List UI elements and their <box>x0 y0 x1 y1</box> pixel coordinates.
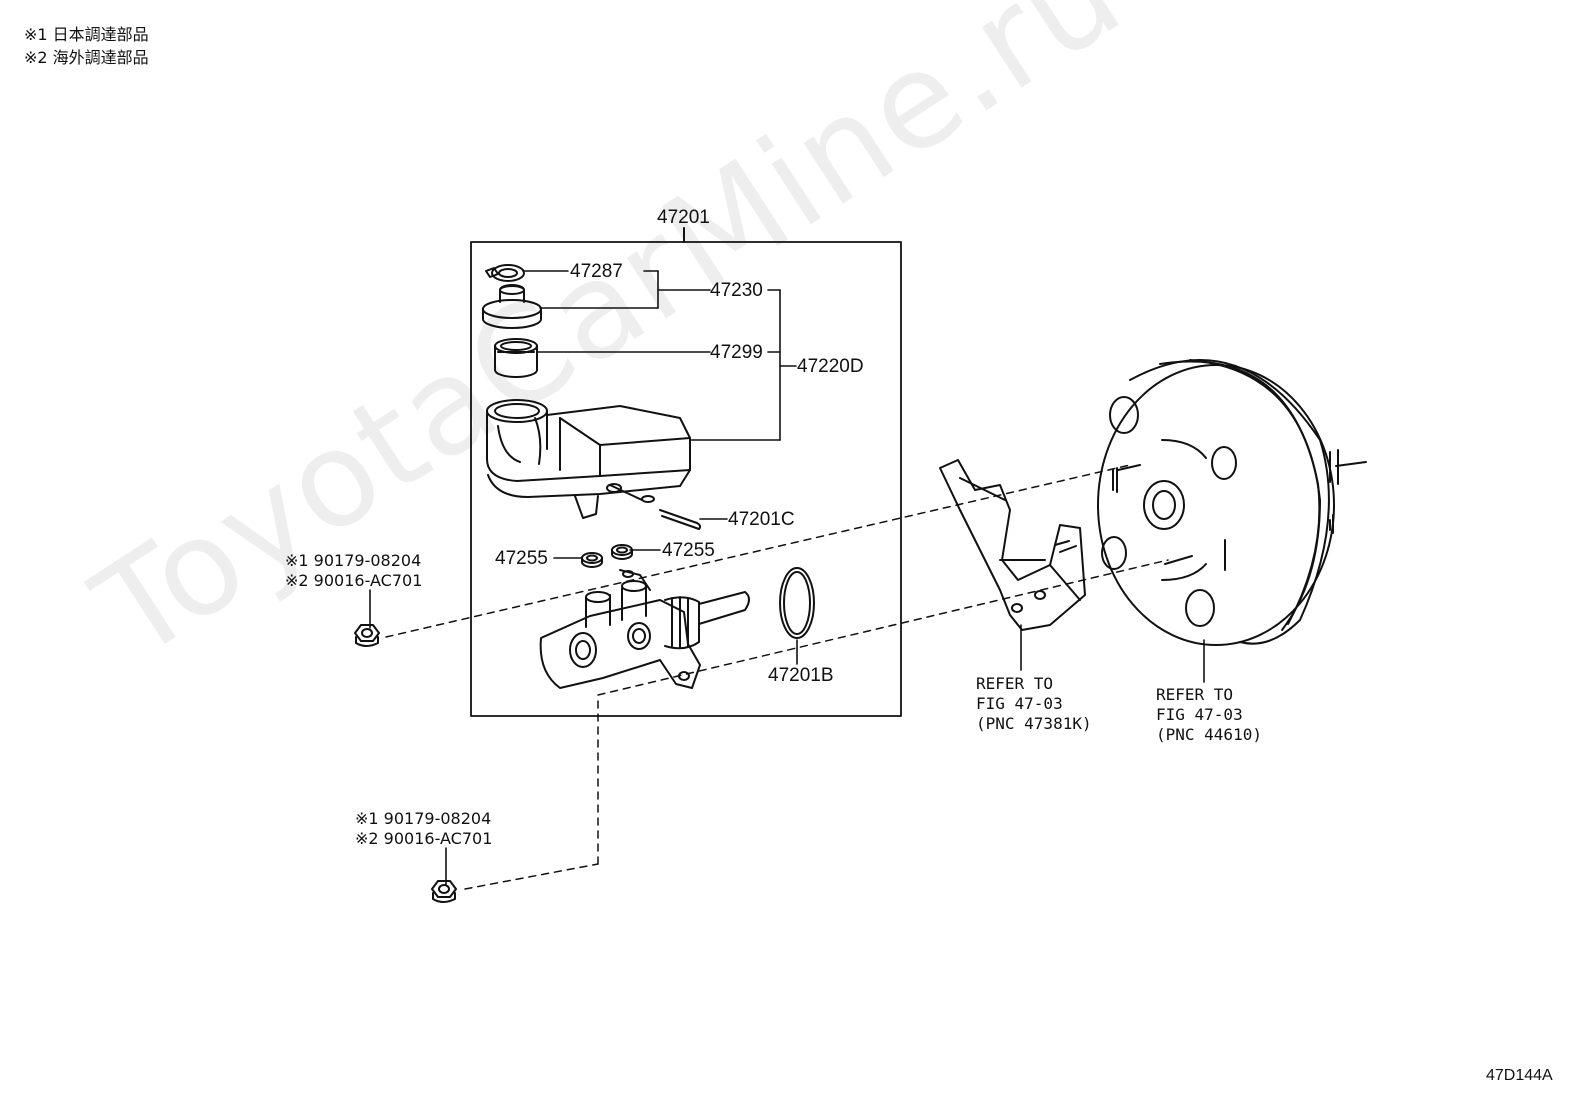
label-47201: 47201 <box>657 207 710 228</box>
label-47287: 47287 <box>570 261 623 282</box>
ref-booster-line3: (PNC 44610) <box>1156 725 1262 744</box>
flange-nuts <box>354 624 457 903</box>
label-fastener-lower-1: ※1 90179-08204 <box>355 809 492 828</box>
note-2: ※2 海外調達部品 <box>24 48 149 67</box>
ref-booster-line2: FIG 47-03 <box>1156 705 1243 724</box>
figure-id: 47D144A <box>1486 1067 1553 1084</box>
ref-bracket-line3: (PNC 47381K) <box>976 714 1092 733</box>
label-47299: 47299 <box>710 342 763 363</box>
master-cylinder-body <box>539 569 750 689</box>
part-47299-strainer <box>494 338 538 378</box>
ref-booster-line1: REFER TO <box>1156 685 1234 704</box>
label-47255-right: 47255 <box>662 540 715 561</box>
label-fastener-upper-2: ※2 90016-AC701 <box>285 571 423 590</box>
part-47220D-reservoir <box>486 399 691 519</box>
part-47201C-pin <box>659 509 702 530</box>
label-47201B: 47201B <box>768 665 834 686</box>
part-47230-cap <box>482 284 542 329</box>
leader-lines <box>369 270 1205 886</box>
dashed-bolt-lines <box>385 464 1169 890</box>
part-47201B-oring <box>779 567 815 639</box>
label-47201C: 47201C <box>728 509 795 530</box>
label-fastener-lower-2: ※2 90016-AC701 <box>355 829 493 848</box>
booster-bracket <box>939 459 1086 631</box>
part-47255-grommets <box>581 544 633 568</box>
note-1: ※1 日本調達部品 <box>24 25 149 44</box>
label-47220D: 47220D <box>797 356 864 377</box>
ref-bracket-line2: FIG 47-03 <box>976 694 1063 713</box>
assembly-47201-box <box>470 241 902 717</box>
ref-bracket-line1: REFER TO <box>976 674 1054 693</box>
brake-booster <box>1097 359 1367 646</box>
part-47287-clip <box>485 264 525 282</box>
label-fastener-upper-1: ※1 90179-08204 <box>285 551 422 570</box>
label-47230: 47230 <box>710 280 763 301</box>
label-47255-left: 47255 <box>495 548 548 569</box>
